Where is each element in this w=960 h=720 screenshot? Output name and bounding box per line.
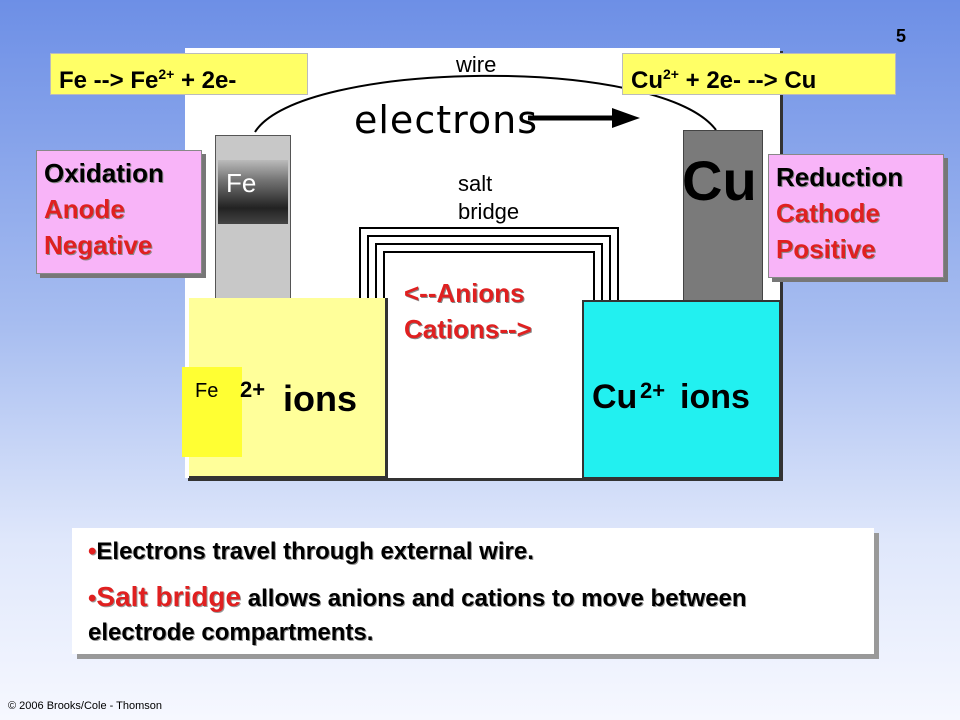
anode-equation-pre: Fe --> Fe bbox=[59, 67, 159, 94]
salt-bridge-label: salt bridge bbox=[458, 170, 519, 226]
cu-ion-symbol: Cu bbox=[592, 378, 638, 416]
fe-ion-highlight bbox=[182, 367, 242, 457]
notes-line1-text: Electrons travel through external wire. bbox=[96, 538, 534, 565]
cathode-equation-post: + 2e- --> Cu bbox=[678, 67, 817, 94]
anode-equation-sup: 2+ bbox=[158, 66, 175, 82]
notes-line2-lead: Salt bridge bbox=[96, 581, 242, 612]
notes-line2: •Salt bridge allows anions and cations t… bbox=[88, 580, 858, 650]
cathode-info-title: Reduction bbox=[776, 162, 904, 192]
anode-info-line2: Anode bbox=[44, 194, 125, 224]
cathode-equation: Cu2+ + 2e- --> Cu bbox=[622, 53, 896, 95]
cathode-equation-sup: 2+ bbox=[663, 66, 679, 82]
notes-line2-rest: allows anions and cations to move betwee… bbox=[88, 585, 747, 646]
cathode-info-line3: Positive bbox=[776, 234, 876, 264]
anode-info-line3: Negative bbox=[44, 230, 153, 260]
wire-label: wire bbox=[456, 52, 497, 77]
notes-line1: •Electrons travel through external wire. bbox=[88, 538, 534, 566]
fe-ion-word: ions bbox=[283, 378, 358, 419]
cu-electrode bbox=[683, 130, 763, 307]
cathode-equation-pre: Cu bbox=[631, 67, 663, 94]
fe-electrode-label: Fe bbox=[226, 168, 257, 198]
copyright: © 2006 Brooks/Cole - Thomson bbox=[8, 700, 163, 712]
cathode-info-line2: Cathode bbox=[776, 198, 880, 228]
electrons-label: electrons bbox=[354, 98, 539, 142]
anode-equation-post: + 2e- bbox=[174, 67, 237, 94]
wire-arc bbox=[254, 74, 717, 133]
salt-bridge-label-line1: salt bbox=[458, 171, 493, 196]
anode-equation: Fe --> Fe2+ + 2e- bbox=[50, 53, 308, 95]
fe-ion-symbol: Fe bbox=[195, 380, 219, 402]
salt-bridge-tube bbox=[359, 227, 619, 470]
anode-info-title: Oxidation bbox=[44, 158, 164, 188]
fe-electrode-band bbox=[218, 160, 288, 224]
salt-bridge-label-line2: bridge bbox=[458, 199, 520, 224]
notes-bullet-1: • bbox=[88, 538, 97, 565]
cu-electrode-label: Cu bbox=[682, 149, 757, 212]
slide-number: 5 bbox=[896, 26, 907, 46]
notes-box bbox=[72, 528, 874, 654]
electron-arrow-head bbox=[612, 108, 640, 128]
anions-flow-label: <--Anions bbox=[404, 278, 525, 308]
cu-ion-word: ions bbox=[680, 378, 750, 416]
cations-flow-label: Cations--> bbox=[404, 314, 532, 344]
cu-ion-charge: 2+ bbox=[640, 378, 666, 403]
cu-solution-beaker bbox=[582, 300, 781, 479]
cathode-info-box: Reduction Cathode Positive bbox=[768, 154, 944, 278]
fe-ion-charge: 2+ bbox=[240, 377, 266, 402]
notes-bullet-2: • bbox=[88, 585, 97, 612]
anode-info-box: Oxidation Anode Negative bbox=[36, 150, 202, 274]
